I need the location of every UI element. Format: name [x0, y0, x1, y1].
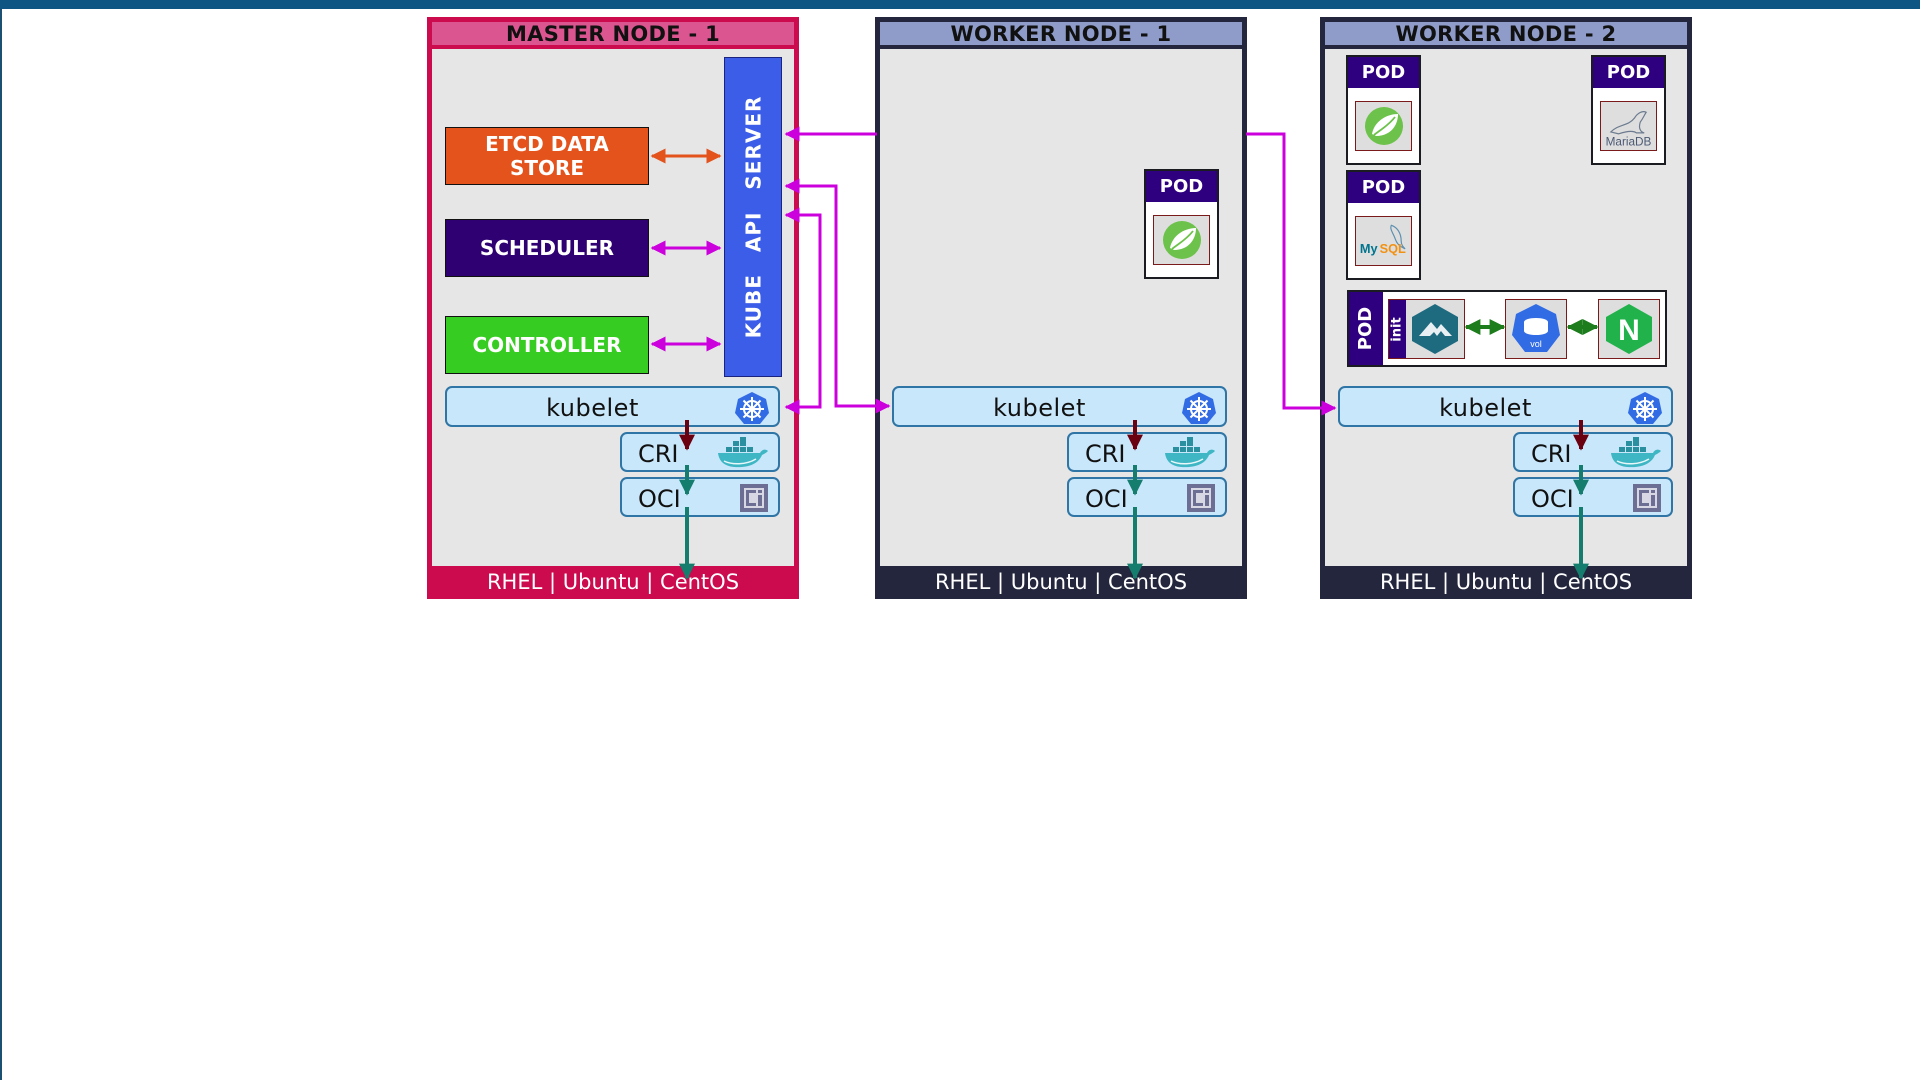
mysql-icon: My SQL: [1355, 216, 1412, 266]
pod-mysql: POD My SQL: [1346, 170, 1421, 280]
svg-text:vol: vol: [1530, 339, 1542, 349]
pod-label: POD: [1355, 306, 1377, 351]
etcd-data-store: ETCD DATA STORE: [445, 127, 649, 185]
worker-2-oci: OCI: [1513, 477, 1673, 517]
svg-text:My: My: [1360, 241, 1379, 256]
worker-1-os-label: RHEL | Ubuntu | CentOS: [875, 566, 1247, 599]
cri-label: CRI: [1085, 440, 1126, 468]
spring-icon: [1355, 101, 1412, 151]
kubernetes-icon: [1181, 391, 1217, 430]
kube-api-server-label: KUBE API SERVER: [741, 95, 765, 339]
volume-container: vol: [1505, 299, 1567, 359]
pod-label: POD: [1146, 171, 1217, 202]
master-kubelet: kubelet: [445, 386, 780, 427]
kubelet-label: kubelet: [993, 394, 1086, 422]
svg-text:N: N: [1618, 314, 1640, 347]
mariadb-icon: MariaDB: [1600, 101, 1657, 151]
worker-node-2-title: WORKER NODE - 2: [1325, 22, 1687, 49]
master-oci: OCI: [620, 477, 780, 517]
pod-spring: POD: [1144, 169, 1219, 279]
worker-1-cri: CRI: [1067, 432, 1227, 472]
pod-mariadb: POD MariaDB: [1591, 55, 1666, 165]
oci-label: OCI: [1531, 485, 1574, 513]
worker-1-oci: OCI: [1067, 477, 1227, 517]
worker-2-kubelet: kubelet: [1338, 386, 1673, 427]
pod-vertical-label: POD: [1349, 292, 1383, 365]
api-worker1-kubelet-link: [784, 178, 891, 414]
cri-label: CRI: [638, 440, 679, 468]
init-label: init: [1390, 316, 1406, 342]
kubernetes-icon: [734, 391, 770, 430]
top-bar: [0, 0, 1920, 9]
pod-label: POD: [1348, 172, 1419, 203]
init-strip: init: [1389, 300, 1406, 358]
kubelet-label: kubelet: [546, 394, 639, 422]
worker-2-cri: CRI: [1513, 432, 1673, 472]
master-os-label: RHEL | Ubuntu | CentOS: [427, 566, 799, 599]
spring-icon: [1153, 215, 1210, 265]
svg-text:SQL: SQL: [1380, 241, 1406, 256]
volume-icon: vol: [1512, 304, 1560, 352]
pod-label: POD: [1593, 57, 1664, 88]
oci-label: OCI: [638, 485, 681, 513]
worker-1-kubelet: kubelet: [892, 386, 1227, 427]
svg-text:MariaDB: MariaDB: [1606, 136, 1652, 149]
kube-api-server: KUBE API SERVER: [724, 57, 782, 377]
controller: CONTROLLER: [445, 316, 649, 374]
pod-label: POD: [1348, 57, 1419, 88]
docker-icon: [1609, 437, 1663, 473]
init-container: init: [1388, 299, 1465, 359]
oci-icon: [1185, 482, 1217, 518]
init-container-icon: [1412, 304, 1458, 354]
scheduler: SCHEDULER: [445, 219, 649, 277]
nginx-icon: N: [1606, 304, 1652, 354]
master-node-title: MASTER NODE - 1: [432, 22, 794, 49]
cri-label: CRI: [1531, 440, 1572, 468]
worker-2-os-label: RHEL | Ubuntu | CentOS: [1320, 566, 1692, 599]
kubelet-label: kubelet: [1439, 394, 1532, 422]
pod-multi-container: POD init vol N: [1347, 290, 1667, 367]
worker-node-1-title: WORKER NODE - 1: [880, 22, 1242, 49]
master-cri: CRI: [620, 432, 780, 472]
docker-icon: [716, 437, 770, 473]
oci-label: OCI: [1085, 485, 1128, 513]
kubernetes-icon: [1627, 391, 1663, 430]
left-edge: [0, 9, 2, 1080]
pod-spring: POD: [1346, 55, 1421, 165]
docker-icon: [1163, 437, 1217, 473]
oci-icon: [1631, 482, 1663, 518]
nginx-container: N: [1598, 299, 1660, 359]
oci-icon: [738, 482, 770, 518]
